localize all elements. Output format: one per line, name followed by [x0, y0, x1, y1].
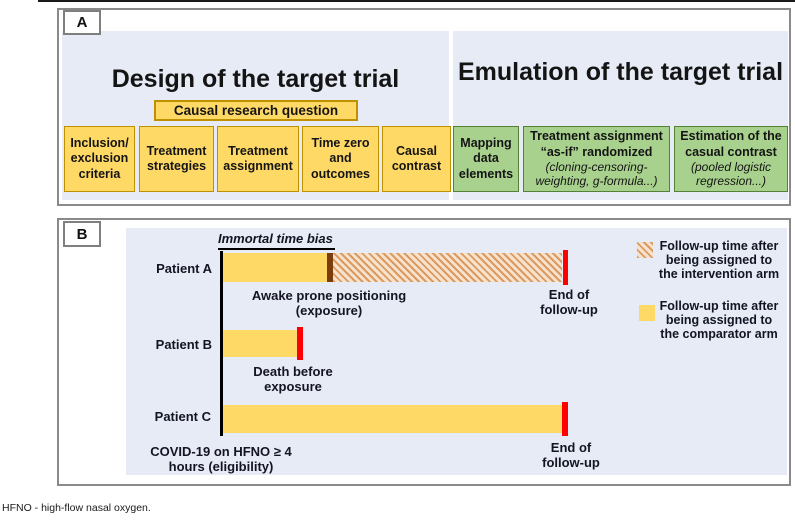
patient-a-comparator-bar [223, 253, 327, 282]
design-title: Design of the target trial [111, 65, 400, 93]
emulation-box-mapping-data-text: Mapping data elements [458, 136, 514, 181]
patient-a-end-label-line2: follow-up [540, 302, 598, 318]
legend-comparator-line2: being assigned to [665, 313, 773, 328]
causal-research-question-box: Causal research question [154, 100, 358, 121]
legend-comparator-line1: Follow-up time after [659, 299, 779, 313]
emulation-box-mapping-data: Mapping data elements [453, 126, 519, 192]
patient-b-label: Patient B [155, 337, 212, 352]
awake-prone-annotation-line2: (exposure) [295, 303, 363, 319]
emulation-box-estimation-contrast: Estimation of the casual contrast (poole… [674, 126, 788, 192]
patient-c-label: Patient C [154, 409, 211, 424]
awake-prone-annotation: Awake prone positioning (exposure) [248, 288, 410, 319]
legend-comparator-swatch [639, 305, 655, 321]
death-annotation-line1: Death before [253, 364, 333, 379]
panel-b-label: B [63, 221, 101, 247]
panel-a-label: A [63, 10, 101, 35]
emulation-title: Emulation of the target trial [457, 58, 784, 86]
patient-c-comparator-bar [223, 405, 562, 433]
design-box-inclusion-exclusion: Inclusion/ exclusion criteria [64, 126, 135, 192]
patient-c-end-of-follow-up-label: End of follow-up [535, 440, 607, 471]
legend-comparator-line3: the comparator arm [660, 327, 778, 342]
eligibility-annotation-line2: hours (eligibility) [168, 459, 274, 475]
legend-intervention-line1: Follow-up time after [659, 239, 779, 253]
legend-intervention-swatch [637, 242, 653, 258]
emulation-box-estimation-contrast-methods: (pooled logistic regression...) [690, 159, 772, 189]
emulation-box-estimation-contrast-text: Estimation of the casual contrast [680, 129, 782, 159]
legend-intervention-label: Follow-up time after being assigned to t… [652, 239, 786, 281]
patient-a-label: Patient A [156, 261, 212, 276]
patient-b-comparator-bar [223, 330, 297, 357]
design-box-causal-contrast: Causal contrast [382, 126, 451, 192]
awake-prone-annotation-line1: Awake prone positioning [251, 288, 407, 303]
design-box-treatment-assignment: Treatment assignment [217, 126, 299, 192]
legend-intervention-line2: being assigned to [665, 253, 773, 268]
legend-comparator-label: Follow-up time after being assigned to t… [652, 299, 786, 341]
emulation-box-as-if-randomized-text: Treatment assignment “as-if” randomized [530, 129, 663, 159]
design-box-time-zero-outcomes: Time zero and outcomes [302, 126, 379, 192]
design-box-treatment-strategies: Treatment strategies [139, 126, 214, 192]
patient-a-intervention-bar [333, 253, 562, 282]
immortal-time-bias-title: Immortal time bias [218, 231, 335, 250]
patient-a-end-label-line1: End of [548, 287, 590, 302]
top-border-line [38, 0, 795, 2]
emulation-box-as-if-randomized: Treatment assignment “as-if” randomized … [523, 126, 670, 192]
patient-a-end-of-follow-up-marker [563, 250, 568, 285]
patient-c-end-label-line1: End of [550, 440, 592, 455]
patient-a-end-of-follow-up-label: End of follow-up [533, 287, 605, 318]
patient-b-death-marker [297, 327, 303, 360]
death-annotation-line2: exposure [264, 379, 322, 395]
hfno-footnote: HFNO - high-flow nasal oxygen. [2, 502, 151, 514]
patient-c-end-of-follow-up-marker [562, 402, 568, 436]
eligibility-annotation-line1: COVID-19 on HFNO ≥ 4 [150, 444, 292, 459]
legend-intervention-line3: the intervention arm [658, 267, 780, 282]
patient-a-exposure-marker [327, 253, 333, 282]
death-before-exposure-annotation: Death before exposure [252, 364, 334, 395]
time-zero-axis-line [220, 251, 223, 436]
emulation-box-as-if-randomized-methods: (cloning-censoring-weighting, g-formula.… [535, 159, 658, 189]
eligibility-annotation: COVID-19 on HFNO ≥ 4 hours (eligibility) [145, 444, 297, 475]
patient-c-end-label-line2: follow-up [542, 455, 600, 471]
